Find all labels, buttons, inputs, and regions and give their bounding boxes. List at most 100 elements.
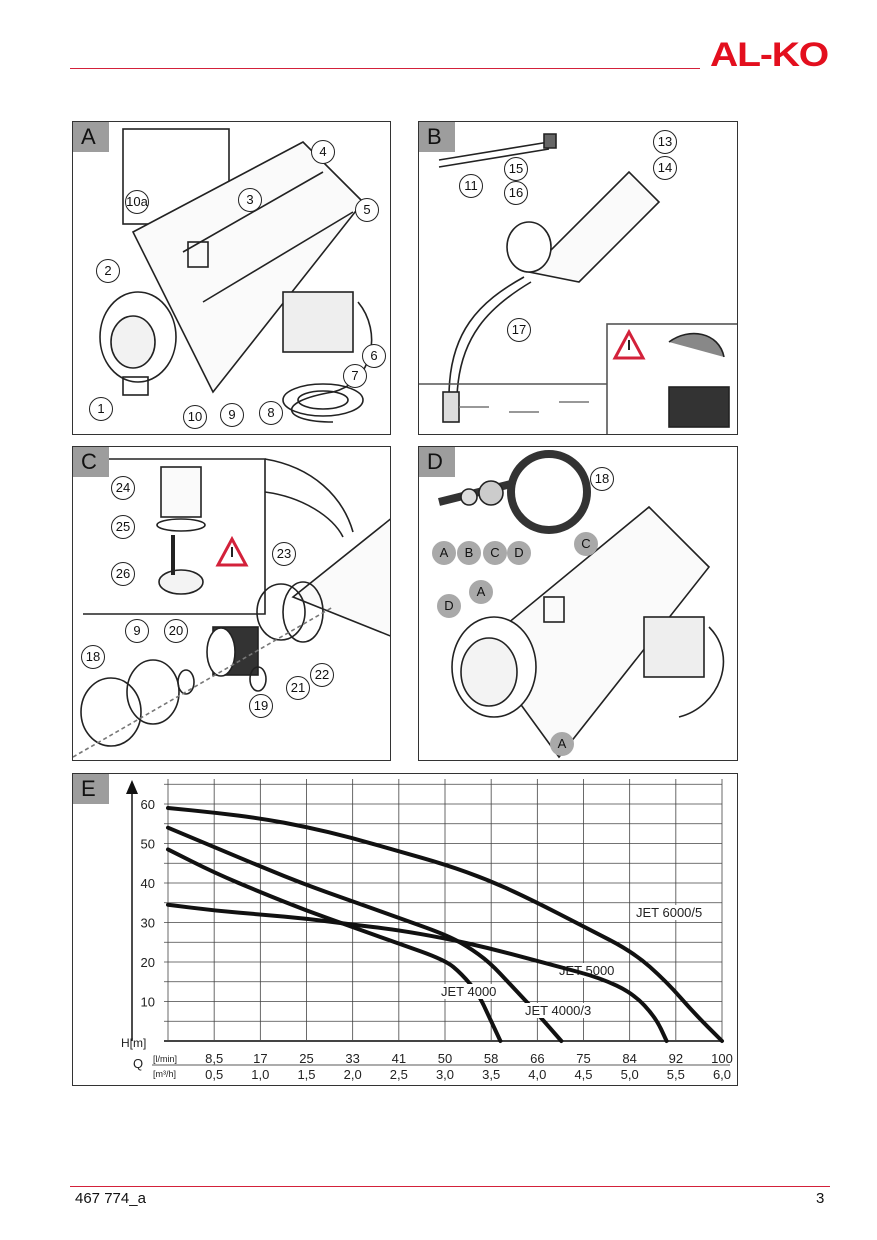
series-label: JET 4000 [441, 984, 496, 999]
part-callout: 2 [96, 259, 120, 283]
y-tick-label: 50 [141, 837, 155, 852]
part-callout: 18 [590, 467, 614, 491]
x-tick-label-lmin: 58 [484, 1051, 498, 1066]
panel-label-c: C [73, 447, 109, 477]
series-label: JET 5000 [559, 963, 614, 978]
x-axis-label: Q [133, 1056, 143, 1071]
x-unit-m3h: [m³/h] [153, 1069, 176, 1079]
pump-suction-illustration [419, 133, 737, 434]
x-tick-label-lmin: 25 [299, 1051, 313, 1066]
x-tick-label-m3h: 5,0 [621, 1067, 639, 1082]
x-tick-label-lmin: 41 [392, 1051, 406, 1066]
part-callout: A [432, 541, 456, 565]
part-callout: 10 [183, 405, 207, 429]
part-callout: 16 [504, 181, 528, 205]
header-rule [70, 68, 700, 69]
x-tick-label-lmin: 33 [345, 1051, 359, 1066]
curve-jet-5000 [166, 825, 564, 1043]
part-callout: 17 [507, 318, 531, 342]
x-tick-label-m3h: 3,0 [436, 1067, 454, 1082]
part-callout: D [437, 594, 461, 618]
page-number: 3 [816, 1190, 825, 1207]
part-callout: 25 [111, 515, 135, 539]
series-label-bg [523, 1003, 595, 1018]
series-label-bg [557, 963, 615, 978]
part-callout: C [574, 532, 598, 556]
series-label-bg [634, 905, 706, 920]
part-callout: 26 [111, 562, 135, 586]
part-callout: 19 [249, 694, 273, 718]
pump-illustration [99, 128, 373, 423]
panel-label-b: B [419, 122, 455, 152]
x-tick-label-lmin: 75 [576, 1051, 590, 1066]
part-callout: 13 [653, 130, 677, 154]
part-callout: 8 [259, 401, 283, 425]
x-tick-label-m3h: 2,5 [390, 1067, 408, 1082]
part-callout: 15 [504, 157, 528, 181]
x-tick-label-m3h: 5,5 [667, 1067, 685, 1082]
part-callout: D [507, 541, 531, 565]
y-tick-label: 30 [141, 916, 155, 931]
y-tick-label: 10 [141, 995, 155, 1010]
pump-performance-chart: 10 20 30 40 50 60H[m] Q [l/min] [m³/h] 8,5 17 25 33 4… [121, 779, 733, 1082]
x-unit-lmin: [l/min] [153, 1054, 177, 1064]
series-label-bg [439, 984, 497, 999]
panel-label-d: D [419, 447, 455, 477]
part-callout: A [550, 732, 574, 756]
part-callout: 24 [111, 476, 135, 500]
footer-rule [70, 1186, 830, 1187]
panel-label-e: E [73, 774, 109, 804]
x-tick-label-m3h: 1,5 [297, 1067, 315, 1082]
x-tick-label-lmin: 84 [622, 1051, 636, 1066]
part-callout: 10a [125, 190, 149, 214]
part-callout: 21 [286, 676, 310, 700]
exploded-filter-illustration [73, 458, 390, 758]
part-callout: 20 [164, 619, 188, 643]
part-callout: 22 [310, 663, 334, 687]
part-callout: 18 [81, 645, 105, 669]
y-tick-label: 40 [141, 876, 155, 891]
y-axis-label: H[m] [121, 1036, 146, 1050]
part-callout: A [469, 580, 493, 604]
x-tick-label-m3h: 4,5 [574, 1067, 592, 1082]
x-tick-label-m3h: 4,0 [528, 1067, 546, 1082]
part-callout: 3 [238, 188, 262, 212]
x-tick-label-m3h: 1,0 [251, 1067, 269, 1082]
part-callout: 11 [459, 174, 483, 198]
brand-logo: AL-KO [710, 36, 829, 74]
x-tick-label-lmin: 92 [669, 1051, 683, 1066]
wrench-illustration [438, 450, 725, 759]
series-label: JET 4000/3 [525, 1003, 591, 1018]
part-callout: 1 [89, 397, 113, 421]
y-tick-label: 60 [141, 797, 155, 812]
curve-jet-4000-3 [166, 902, 669, 1043]
part-callout: B [457, 541, 481, 565]
curve-jet-4000 [166, 847, 503, 1043]
part-callout: 23 [272, 542, 296, 566]
document-number: 467 774_a [75, 1190, 146, 1207]
x-tick-label-m3h: 6,0 [713, 1067, 731, 1082]
part-callout: 7 [343, 364, 367, 388]
series-label: JET 6000/5 [636, 905, 702, 920]
part-callout: 6 [362, 344, 386, 368]
part-callout: 14 [653, 156, 677, 180]
part-callout: 4 [311, 140, 335, 164]
part-callout: 9 [125, 619, 149, 643]
x-tick-label-m3h: 2,0 [344, 1067, 362, 1082]
y-axis-arrow [126, 780, 138, 794]
x-tick-label-m3h: 0,5 [205, 1067, 223, 1082]
x-tick-label-lmin: 8,5 [205, 1051, 223, 1066]
x-tick-label-lmin: 17 [253, 1051, 267, 1066]
part-callout: 5 [355, 198, 379, 222]
part-callout: C [483, 541, 507, 565]
x-tick-label-lmin: 66 [530, 1051, 544, 1066]
x-tick-label-lmin: 100 [711, 1051, 733, 1066]
curve-jet-6000-5 [166, 805, 724, 1043]
x-tick-label-m3h: 3,5 [482, 1067, 500, 1082]
y-tick-label: 20 [141, 955, 155, 970]
